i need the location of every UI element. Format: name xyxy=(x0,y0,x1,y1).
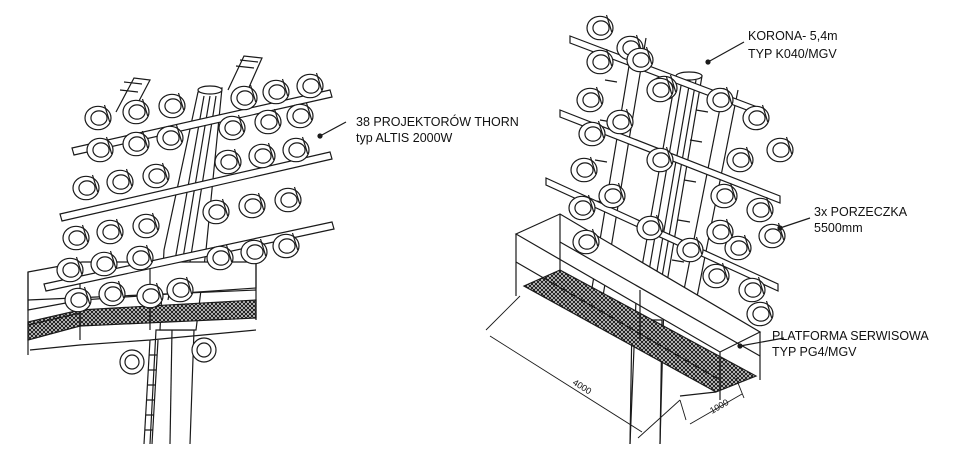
floodlight xyxy=(122,130,150,157)
rails-leader-line xyxy=(779,217,811,229)
floodlight xyxy=(282,136,310,163)
floodlight xyxy=(142,162,170,189)
floodlight xyxy=(230,84,258,111)
floodlight xyxy=(126,244,154,271)
floodlight xyxy=(578,120,606,147)
right-view-isometric-crown xyxy=(485,14,811,445)
left-view-floodlight-mast xyxy=(27,55,347,445)
floodlight xyxy=(218,114,246,141)
floodlight xyxy=(156,124,184,151)
floodlight xyxy=(706,218,734,245)
floodlight xyxy=(248,142,276,169)
floodlight xyxy=(240,238,268,265)
floodlight xyxy=(286,102,314,129)
left-ladder xyxy=(143,339,159,445)
floodlight xyxy=(136,282,164,309)
floodlight xyxy=(274,186,302,213)
floodlight xyxy=(598,182,626,209)
platform-dimension-lines xyxy=(485,295,745,439)
floodlight xyxy=(96,218,124,245)
left-lower-projectors xyxy=(119,337,217,375)
platform-width-dimension: 1000 xyxy=(708,397,730,416)
projectors-label-line2: typ ALTIS 2000W xyxy=(356,131,453,145)
floodlight xyxy=(262,78,290,105)
rails-label-line2: 5500mm xyxy=(814,221,863,235)
floodlight xyxy=(84,104,112,131)
projectors-label-line1: 38 PROJEKTORÓW THORN xyxy=(356,114,519,129)
floodlight xyxy=(676,236,704,263)
floodlight xyxy=(766,136,794,163)
floodlight xyxy=(254,108,282,135)
floodlight xyxy=(238,192,266,219)
floodlight xyxy=(296,72,324,99)
left-leader-line xyxy=(319,121,347,137)
floodlight xyxy=(90,250,118,277)
floodlight xyxy=(106,168,134,195)
floodlight xyxy=(738,276,766,303)
floodlight xyxy=(636,214,664,241)
floodlight xyxy=(132,212,160,239)
platform-label-line2: TYP PG4/MGV xyxy=(772,345,857,359)
platform-label-line1: PLATFORMA SERWISOWA xyxy=(772,329,929,343)
floodlight xyxy=(122,98,150,125)
platform-leader-line xyxy=(739,337,785,347)
floodlight xyxy=(56,256,84,283)
floodlight xyxy=(576,86,604,113)
crown-label-line2: TYP K040/MGV xyxy=(748,47,837,61)
floodlight xyxy=(202,198,230,225)
floodlight xyxy=(746,300,774,327)
floodlight xyxy=(606,108,634,135)
left-upright-frames xyxy=(115,55,263,119)
rails-label-line1: 3x PORZECZKA xyxy=(814,205,908,219)
floodlight xyxy=(214,148,242,175)
crown-label-line1: KORONA- 5,4m xyxy=(748,29,838,43)
floodlight xyxy=(568,194,596,221)
floodlight xyxy=(272,232,300,259)
floodlight xyxy=(646,146,674,173)
floodlight xyxy=(724,234,752,261)
floodlight xyxy=(586,14,614,41)
floodlight xyxy=(570,156,598,183)
floodlight xyxy=(702,262,730,289)
floodlight xyxy=(64,286,92,313)
floodlight xyxy=(742,104,770,131)
floodlight xyxy=(726,146,754,173)
floodlight xyxy=(646,76,674,103)
floodlight xyxy=(758,222,786,249)
floodlight xyxy=(586,48,614,75)
floodlight xyxy=(710,182,738,209)
crown-leader-line xyxy=(707,41,745,63)
platform-length-dimension: 4000 xyxy=(571,377,593,396)
right-floodlight-array xyxy=(568,14,794,327)
floodlight xyxy=(98,280,126,307)
floodlight xyxy=(72,174,100,201)
floodlight xyxy=(626,46,654,73)
floodlight xyxy=(158,92,186,119)
floodlight xyxy=(746,196,774,223)
floodlight xyxy=(86,136,114,163)
floodlight xyxy=(62,224,90,251)
floodlight xyxy=(206,244,234,271)
floodlight xyxy=(572,228,600,255)
floodlight xyxy=(706,86,734,113)
floodlight xyxy=(166,276,194,303)
left-floodlight-array xyxy=(56,72,324,313)
